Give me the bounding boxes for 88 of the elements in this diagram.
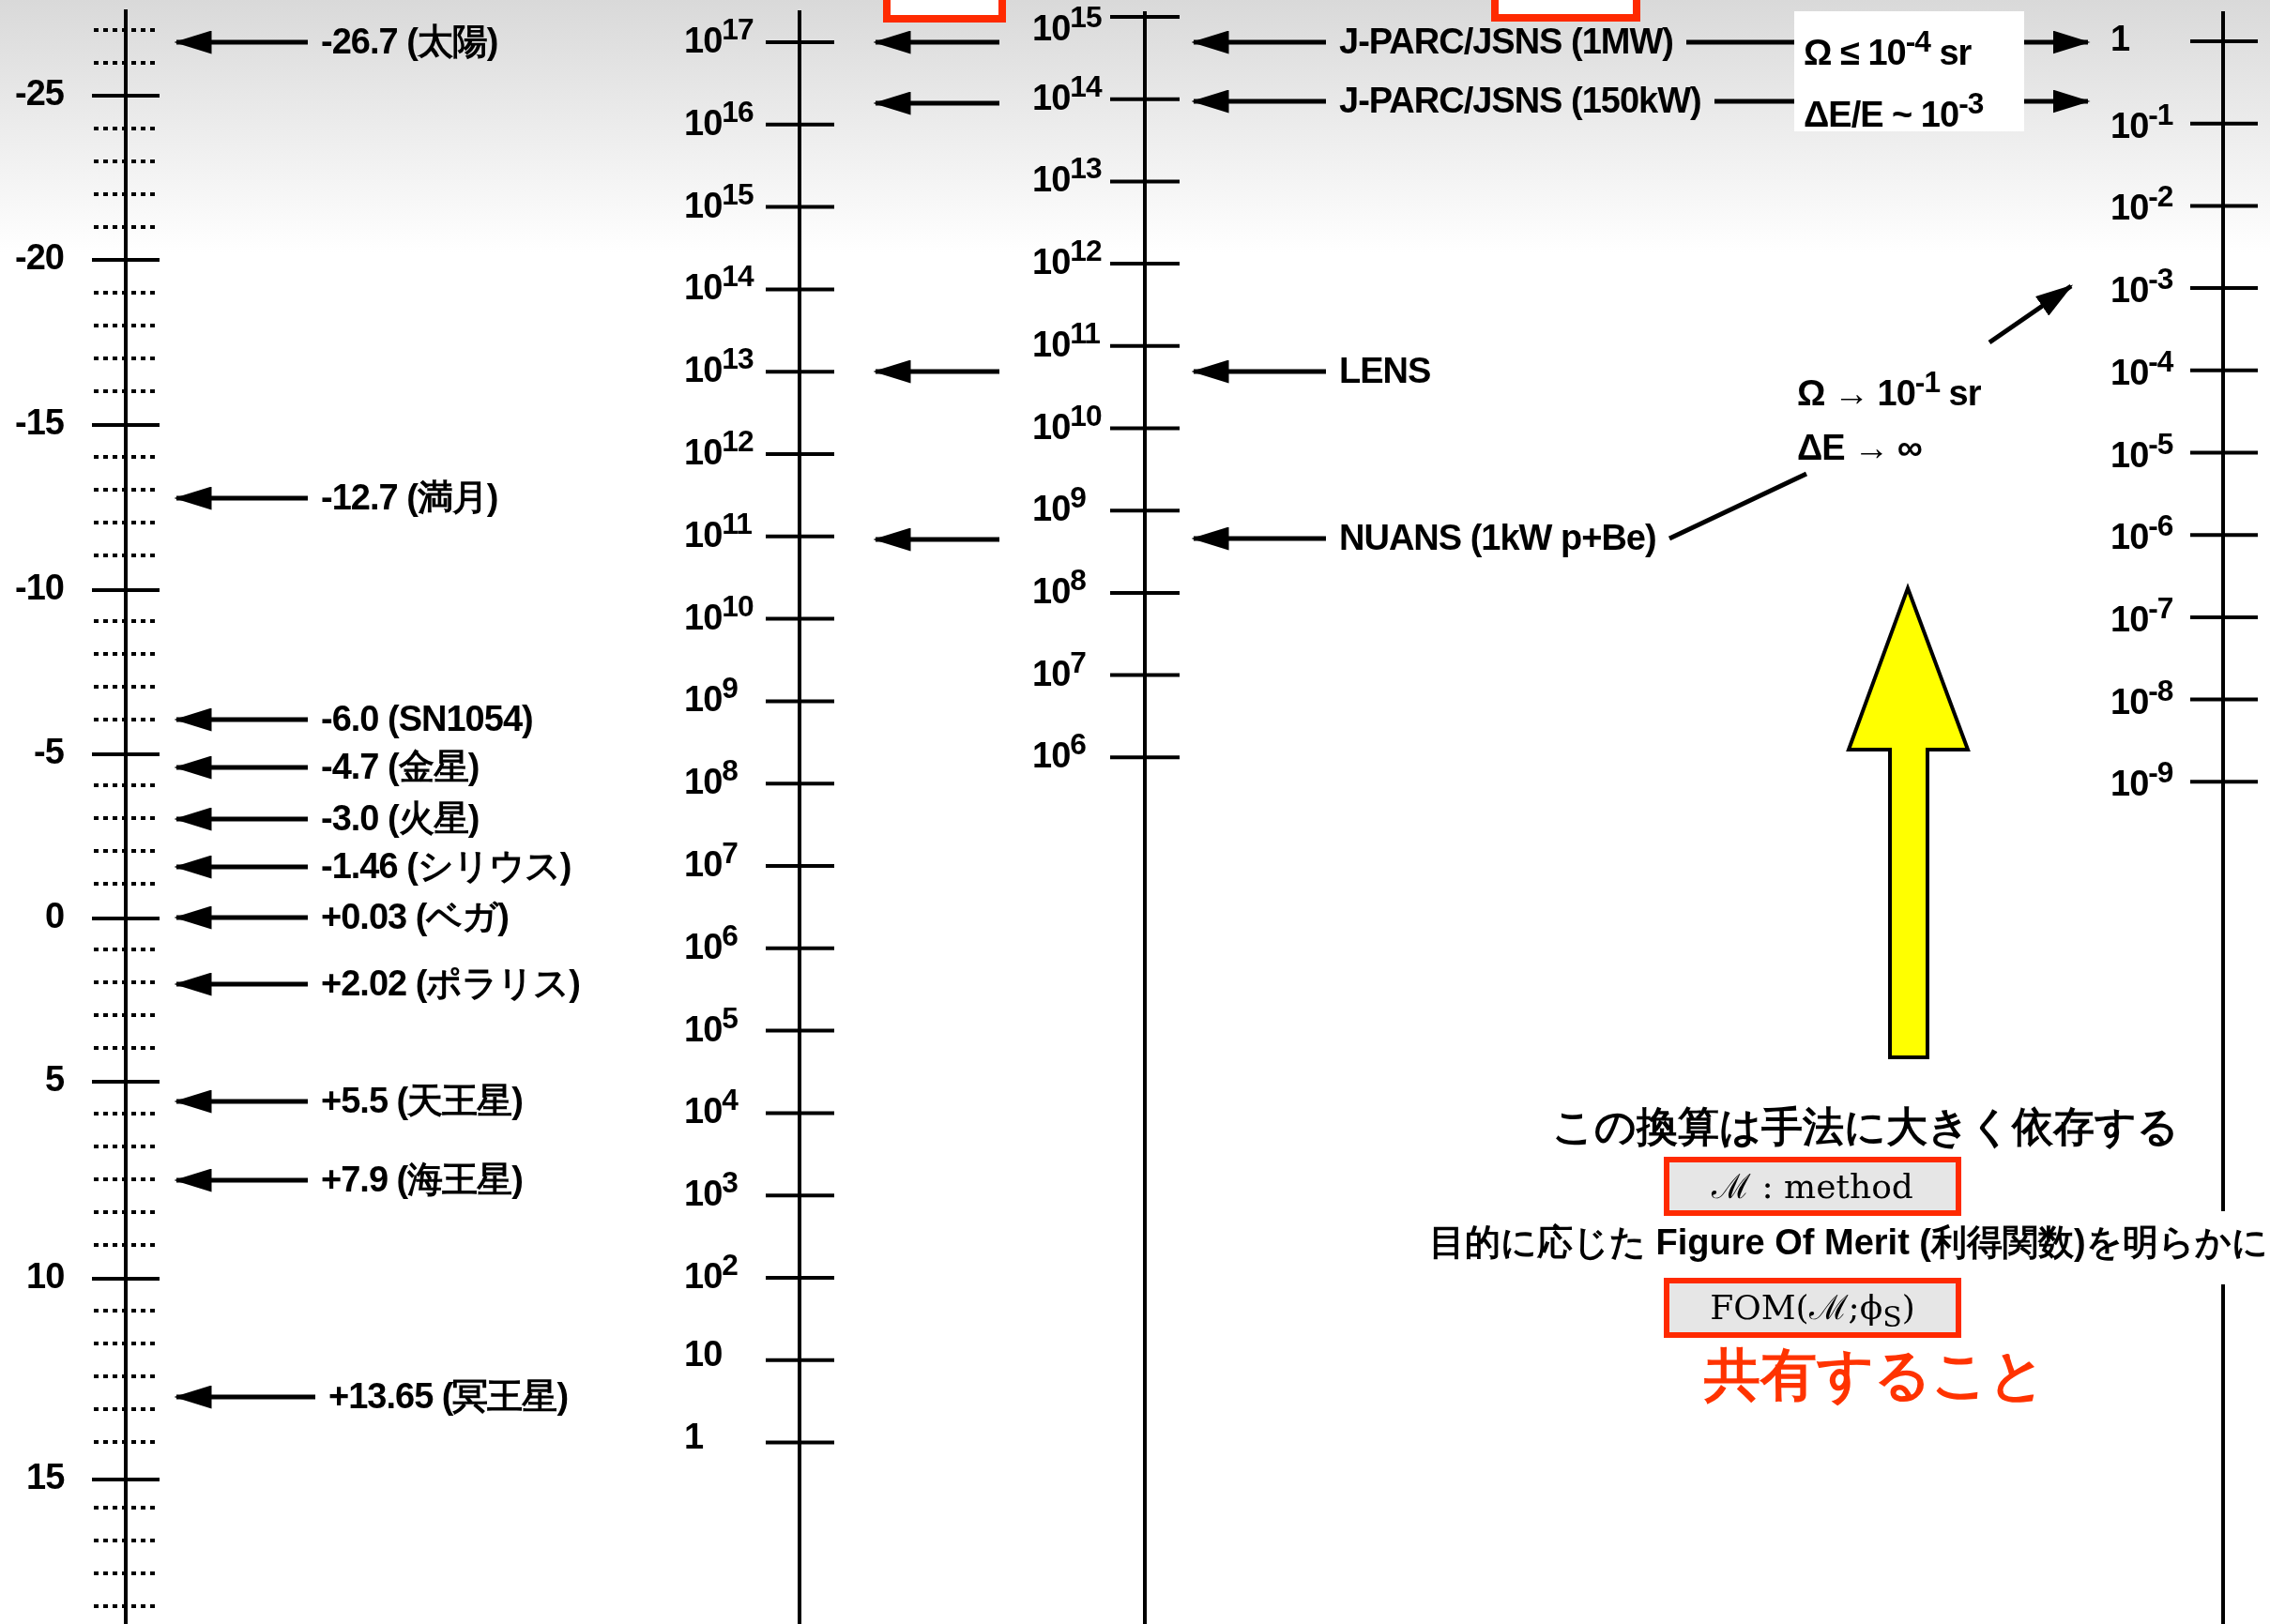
cropped-formula-box [883, 0, 1006, 23]
tick-label: -10 [15, 568, 64, 609]
arrow [174, 807, 308, 831]
arrow [174, 707, 308, 732]
tick-label: 10$^{15}$ [684, 176, 754, 226]
tick-label: 10 [684, 1333, 723, 1375]
tick-label: 5 [45, 1059, 65, 1100]
note-text: この換算は手法に大きく依存する [1552, 1102, 2179, 1151]
tick-label: 1 [2110, 19, 2130, 60]
tick-label: 10$^{17}$ [684, 12, 754, 62]
tick-label: 10$^{4}$ [684, 1083, 738, 1132]
tick-label: 10 [26, 1256, 65, 1298]
tick-label: 10$^{-9}$ [2110, 755, 2173, 805]
arrow [1191, 89, 1326, 114]
tick-label: 10$^{-3}$ [2110, 262, 2173, 311]
star-label: +7.9 (海王星) [321, 1160, 523, 1201]
tick-label: 10$^{12}$ [1032, 234, 1102, 283]
tick-label: 10$^{7}$ [1032, 645, 1086, 694]
arrow [1667, 283, 2074, 541]
arrow [174, 1385, 315, 1409]
star-label: -1.46 (シリウス) [321, 846, 571, 888]
tick-label: 10$^{16}$ [684, 94, 754, 144]
tick-label: -15 [15, 402, 64, 444]
arrow [1191, 526, 1326, 551]
tick-label: 10$^{6}$ [1032, 727, 1086, 777]
tick-label: 10$^{14}$ [1032, 68, 1102, 119]
tick-label: -20 [15, 237, 64, 279]
arrow [174, 1089, 308, 1114]
tick-label: 10$^{6}$ [684, 918, 738, 968]
star-label: +2.02 (ポラリス) [321, 964, 581, 1005]
cropped-formula-box [1491, 0, 1640, 22]
tick-label: 10$^{10}$ [684, 588, 754, 638]
arrow [174, 30, 308, 54]
arrow [174, 486, 308, 510]
star-label: -26.7 (太陽) [321, 22, 498, 63]
tick-label: 10$^{-4}$ [2110, 343, 2173, 394]
tick-label: 10$^{-5}$ [2110, 426, 2173, 476]
tick-label: 10$^{9}$ [1032, 480, 1086, 530]
arrow [174, 755, 308, 780]
tick-label: 10$^{11}$ [1032, 315, 1100, 366]
arrow [174, 972, 308, 996]
star-label: +5.5 (天王星) [321, 1081, 523, 1122]
tick-label: 10$^{15}$ [1032, 0, 1102, 50]
tick-label: 10$^{5}$ [684, 1000, 738, 1050]
tick-label: 10$^{-2}$ [2110, 179, 2173, 229]
star-label: -4.7 (金星) [321, 747, 480, 788]
star-label: -3.0 (火星) [321, 798, 480, 840]
star-label: +0.03 (ベガ) [321, 897, 510, 938]
tick-label: 10$^{8}$ [1032, 562, 1086, 613]
scale-axis [1110, 11, 1180, 1624]
tick-label: 10$^{13}$ [1032, 151, 1102, 201]
tick-label: 10$^{10}$ [1032, 398, 1102, 448]
tick-label: 10$^{-8}$ [2110, 673, 2173, 722]
tick-label: 10$^{12}$ [684, 424, 754, 474]
tick-label: 0 [45, 896, 65, 937]
arrow [174, 855, 308, 879]
star-label: +13.65 (冥王星) [328, 1376, 569, 1418]
tick-label: -5 [34, 732, 64, 773]
tick-label: 10$^{8}$ [684, 753, 738, 803]
arrow [174, 905, 308, 930]
star-label: -6.0 (SN1054) [321, 699, 533, 740]
tick-label: 10$^{13}$ [684, 341, 754, 391]
tick-label: 10$^{2}$ [684, 1248, 738, 1298]
arrow [1191, 359, 1326, 384]
tick-label: 10$^{9}$ [684, 671, 738, 721]
source-label: NUANS (1kW p+Be) [1339, 518, 1656, 559]
tick-label: 10$^{11}$ [684, 506, 752, 556]
source-label: J-PARC/JSNS (150kW) [1339, 81, 1701, 122]
scale-axis [92, 9, 160, 1624]
star-label: -12.7 (満月) [321, 478, 498, 519]
tick-label: -25 [15, 73, 64, 114]
source-label: J-PARC/JSNS (1MW) [1339, 22, 1673, 63]
tick-label: 10$^{-6}$ [2110, 508, 2173, 558]
arrow [1191, 30, 1326, 54]
tick-label: 10$^{-1}$ [2110, 97, 2173, 147]
tick-label: 1 [684, 1416, 704, 1458]
source-label: LENS [1339, 351, 1431, 392]
tick-label: 10$^{14}$ [684, 259, 754, 309]
tick-label: 15 [26, 1457, 65, 1498]
arrow [174, 1168, 308, 1192]
tick-label: 10$^{3}$ [684, 1165, 738, 1215]
emphasis-text: 共有すること [1704, 1342, 2046, 1407]
tick-label: 10$^{7}$ [684, 836, 738, 886]
edge-label: ΔE/E ~ 10$^{-3}$ [1794, 73, 2024, 131]
formula-box: FOM(ℳ;ϕ$_{S}$) [1664, 1278, 1961, 1338]
tick-label: 10$^{-7}$ [2110, 590, 2173, 641]
formula-box: ℳ : method [1664, 1157, 1961, 1216]
edge-label: Ω ≤ 10$^{-4}$ sr [1794, 11, 2024, 73]
